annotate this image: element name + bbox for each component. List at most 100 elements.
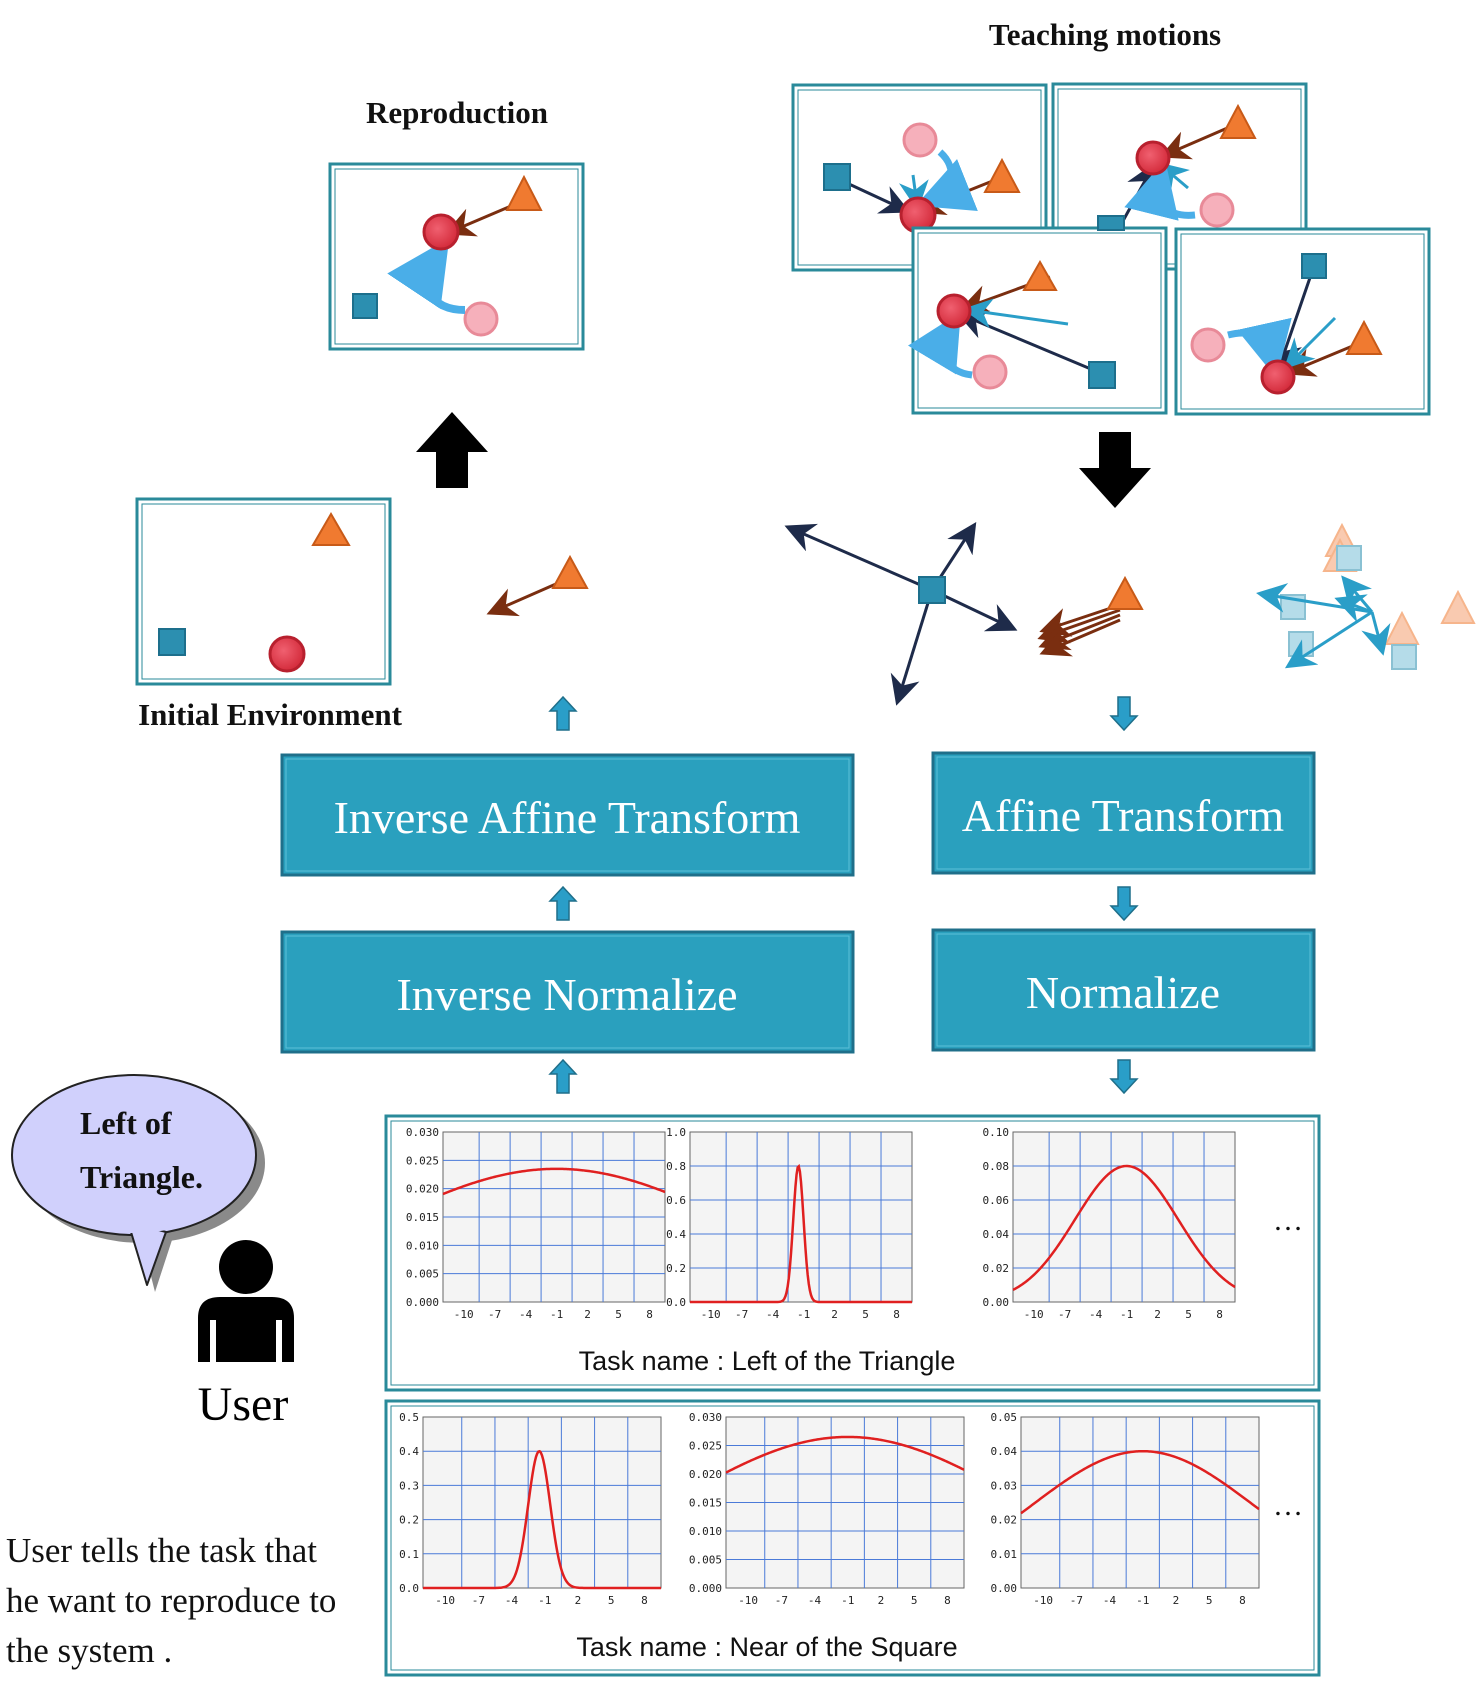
- user-caption-line-3: the system .: [6, 1631, 172, 1670]
- x-tick-label: -1: [538, 1594, 551, 1607]
- affine-transform-box: Affine Transform: [931, 751, 1316, 875]
- x-tick-label: -10: [738, 1594, 758, 1607]
- user-label: User: [198, 1378, 289, 1431]
- reproduction-title: Reproduction: [366, 95, 548, 130]
- flow-down-arrow-icon: [1109, 1059, 1139, 1095]
- y-tick-label: 1.0: [666, 1126, 686, 1139]
- task-name-label: Task name : Left of the Triangle: [579, 1346, 956, 1376]
- y-tick-label: 0.005: [406, 1268, 439, 1281]
- teaching-frame-4: [1174, 227, 1431, 416]
- teaching-motions-title: Teaching motions: [989, 17, 1221, 52]
- plot-area: [1020, 1416, 1260, 1589]
- x-tick-label: 8: [1239, 1594, 1246, 1607]
- task-name-label: Task name : Near of the Square: [576, 1632, 957, 1662]
- y-tick-label: 0.04: [983, 1228, 1010, 1241]
- y-tick-label: 0.2: [399, 1514, 419, 1527]
- teaching-frame-3: [907, 215, 1168, 415]
- triangle-icon: [1022, 259, 1058, 291]
- user-icon: [198, 1240, 294, 1362]
- flow-up-arrow-icon: [548, 695, 578, 731]
- up-arrow-icon: [416, 412, 488, 488]
- circle-goal-icon: [1260, 359, 1296, 395]
- circle-start-icon: [902, 122, 938, 158]
- x-tick-label: 8: [646, 1308, 653, 1321]
- stacked-vectors: [1037, 575, 1144, 657]
- x-tick-label: -10: [701, 1308, 721, 1321]
- x-tick-label: 5: [615, 1308, 622, 1321]
- y-tick-label: 0.6: [666, 1194, 686, 1207]
- x-tick-label: 5: [1185, 1308, 1192, 1321]
- y-tick-label: 0.5: [399, 1411, 419, 1424]
- triangle-icon: [551, 554, 589, 589]
- y-tick-label: 0.4: [666, 1228, 686, 1241]
- y-tick-label: 0.015: [689, 1497, 722, 1510]
- x-tick-label: -1: [1136, 1594, 1149, 1607]
- y-tick-label: 0.025: [406, 1154, 439, 1167]
- y-tick-label: 0.03: [991, 1479, 1018, 1492]
- speech-line-1: Left of: [80, 1105, 172, 1141]
- y-tick-label: 0.00: [991, 1582, 1018, 1595]
- cluster-vectors: [1256, 575, 1391, 669]
- density-curve: [442, 1167, 666, 1196]
- x-tick-label: -10: [1033, 1594, 1053, 1607]
- square-icon: [1301, 253, 1327, 279]
- y-tick-label: 0.04: [991, 1445, 1018, 1458]
- y-tick-label: 0.010: [406, 1239, 439, 1252]
- y-tick-label: 0.030: [406, 1126, 439, 1139]
- inverse-affine-transform-label: Inverse Affine Transform: [334, 792, 801, 843]
- y-tick-label: 0.06: [983, 1194, 1010, 1207]
- triangle-icon: [1345, 319, 1383, 355]
- x-tick-label: -1: [1120, 1308, 1133, 1321]
- circle-goal-icon: [1135, 140, 1171, 176]
- x-tick-label: -1: [550, 1308, 563, 1321]
- x-tick-label: 5: [862, 1308, 869, 1321]
- y-tick-label: 0.000: [406, 1296, 439, 1309]
- triangle-icon: [1219, 103, 1257, 139]
- reproduction-frame: [328, 162, 585, 351]
- faded-cluster: [1280, 522, 1476, 670]
- y-tick-label: 0.020: [689, 1468, 722, 1481]
- x-tick-label: 2: [584, 1308, 591, 1321]
- y-tick-label: 0.010: [689, 1525, 722, 1538]
- x-tick-label: -4: [505, 1594, 519, 1607]
- square-axes: [784, 521, 1018, 706]
- density-curve: [1020, 1449, 1260, 1515]
- square-icon: [1088, 361, 1116, 389]
- inverse-affine-transform-box: Inverse Affine Transform: [280, 753, 855, 877]
- x-tick-label: 5: [911, 1594, 918, 1607]
- x-tick-label: -7: [775, 1594, 788, 1607]
- inverse-normalize-box: Inverse Normalize: [280, 930, 855, 1054]
- x-tick-label: -4: [1103, 1594, 1117, 1607]
- circle-goal-icon: [936, 293, 972, 329]
- speech-bubble: Left of Triangle.: [11, 1074, 265, 1292]
- x-tick-label: -4: [808, 1594, 822, 1607]
- initial-environment-title: Initial Environment: [138, 697, 403, 732]
- y-tick-label: 0.01: [991, 1548, 1018, 1561]
- y-tick-label: 0.025: [689, 1440, 722, 1453]
- square-icon: [352, 293, 378, 319]
- user-caption-line-1: User tells the task that: [6, 1531, 317, 1570]
- user-caption-line-2: he want to reproduce to: [6, 1581, 336, 1620]
- motion-arrow-icon: [1227, 317, 1292, 379]
- y-tick-label: 0.2: [666, 1262, 686, 1275]
- square-icon: [1097, 215, 1125, 231]
- x-tick-label: -7: [1058, 1308, 1071, 1321]
- motion-arrow-icon: [907, 311, 973, 379]
- speech-line-2: Triangle.: [80, 1159, 203, 1195]
- y-tick-label: 0.02: [983, 1262, 1010, 1275]
- x-tick-label: -7: [488, 1308, 501, 1321]
- relative-vector-left: [486, 554, 589, 617]
- ellipsis: …: [1273, 1204, 1303, 1237]
- circle-goal-icon: [422, 213, 460, 251]
- plot-area: [422, 1416, 662, 1589]
- motion-arrow-icon: [915, 149, 978, 211]
- x-tick-label: -10: [1024, 1308, 1044, 1321]
- task-panel-left-of-triangle: 0.0000.0050.0100.0150.0200.0250.030-10-7…: [384, 1114, 1321, 1392]
- square-icon: [158, 628, 186, 656]
- initial-environment-frame: [135, 497, 392, 686]
- triangle-icon: [983, 157, 1021, 193]
